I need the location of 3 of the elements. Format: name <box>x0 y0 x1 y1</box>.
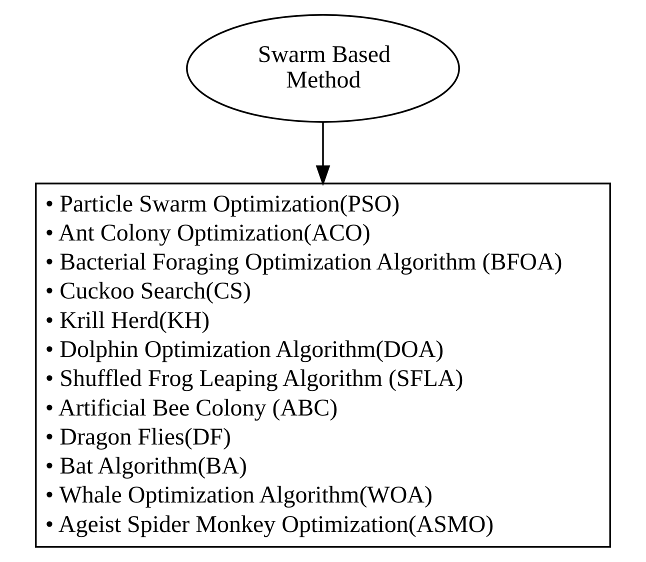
arrow <box>316 122 330 186</box>
node-ellipse: Swarm Based Method <box>186 14 460 123</box>
node-box: • Particle Swarm Optimization(PSO) • Ant Colony Optimization(ACO) • Bacterial Foraging Optimization Algorithm (BFOA) • Cuckoo Search(CS) • Krill Herd(KH) • Dolphin Optimization Algorithm(DOA) • Shuffled Frog Leaping Algorithm (SFLA) • Artificial Bee Colony (ABC) • Dragon Flies(DF) • Bat Algorithm(BA) • Whale Optimization Algorithm(WOA) • Ageist Spider Monkey Optimization(ASMO) <box>35 182 611 548</box>
